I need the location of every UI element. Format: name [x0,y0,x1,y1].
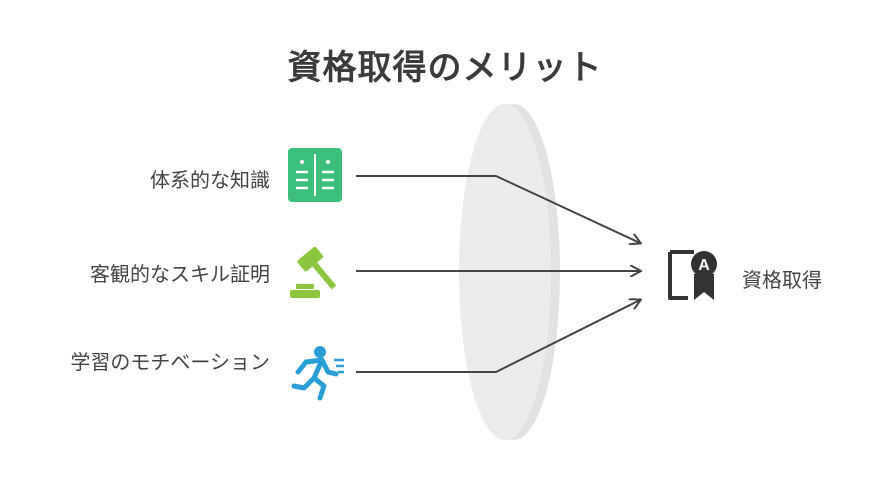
svg-text:A: A [698,257,710,274]
output-label-certification: 資格取得 [742,268,822,292]
input-label-motivation: 学習のモチベーション [70,350,270,374]
input-label-knowledge: 体系的な知識 [150,168,270,192]
books-icon [288,148,342,202]
certificate-icon: A [668,250,717,300]
running-person-icon [291,346,344,401]
arrow-knowledge [356,175,640,243]
diagram-title: 資格取得のメリット [287,48,603,88]
arrow-motivation [356,300,640,373]
input-label-skill-proof: 客観的なスキル証明 [90,262,270,286]
gavel-icon [290,246,337,298]
